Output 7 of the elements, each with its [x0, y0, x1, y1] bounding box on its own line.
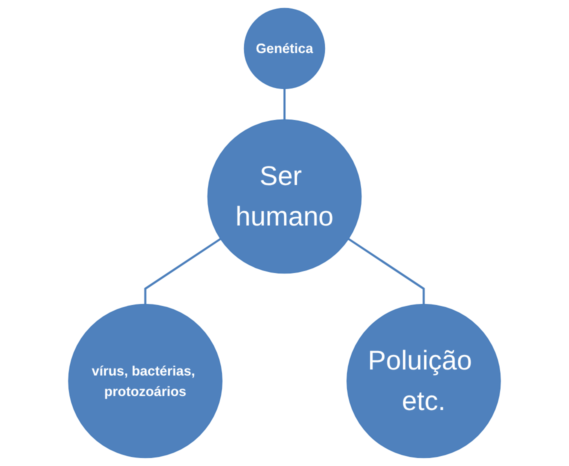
node-circle: vírus, bactérias, protozoários	[68, 304, 222, 458]
node-circle: Genética	[244, 8, 326, 90]
connector	[348, 238, 425, 304]
node-circle: Poluição etc.	[346, 304, 501, 458]
connector	[144, 238, 222, 304]
node-circle: Ser humano	[207, 119, 362, 274]
connector	[283, 88, 286, 120]
